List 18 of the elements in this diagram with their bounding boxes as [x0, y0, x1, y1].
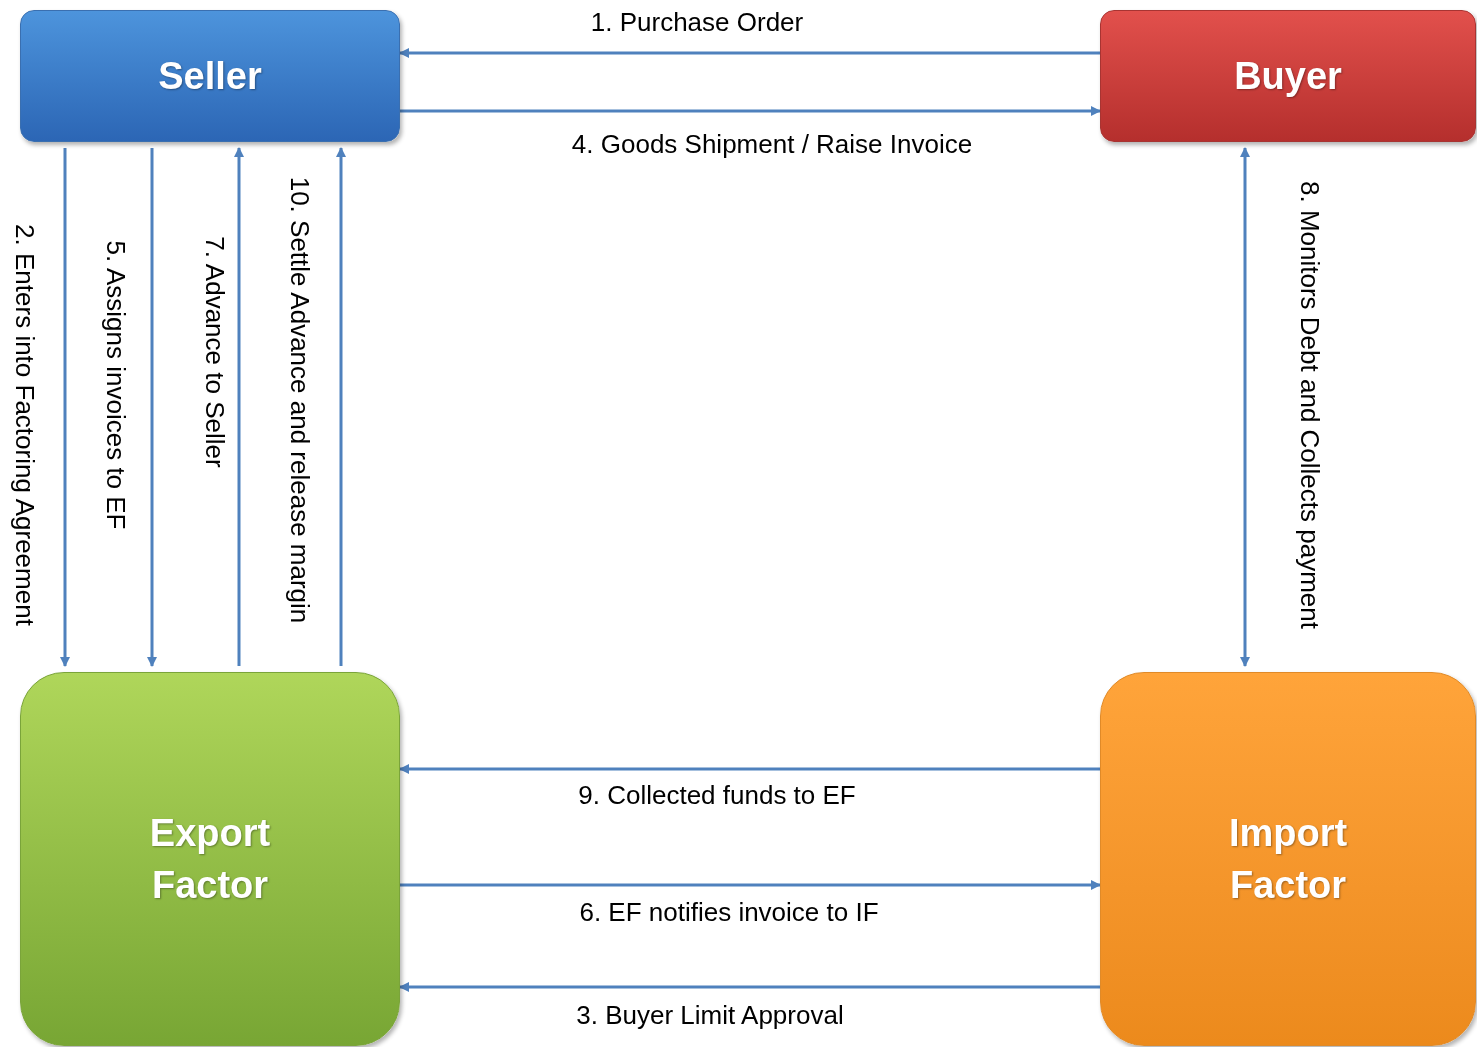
- arrow: [234, 147, 244, 666]
- arrow: [399, 48, 1100, 58]
- node-label: Export Factor: [148, 811, 272, 908]
- arrow: [399, 982, 1100, 992]
- arrow: [147, 148, 157, 667]
- arrow: [400, 880, 1101, 890]
- arrow: [336, 147, 346, 666]
- process-box: [1100, 10, 1476, 142]
- arrow: [400, 106, 1101, 116]
- arrow: [399, 764, 1100, 774]
- arrow: [1240, 147, 1250, 667]
- process-box: [1100, 672, 1476, 1046]
- node-label: Seller: [158, 54, 262, 99]
- node-label: Import Factor: [1227, 811, 1349, 908]
- process-box: [20, 10, 400, 142]
- arrow: [60, 148, 70, 667]
- node-label: Buyer: [1234, 54, 1342, 99]
- process-box: [20, 672, 400, 1046]
